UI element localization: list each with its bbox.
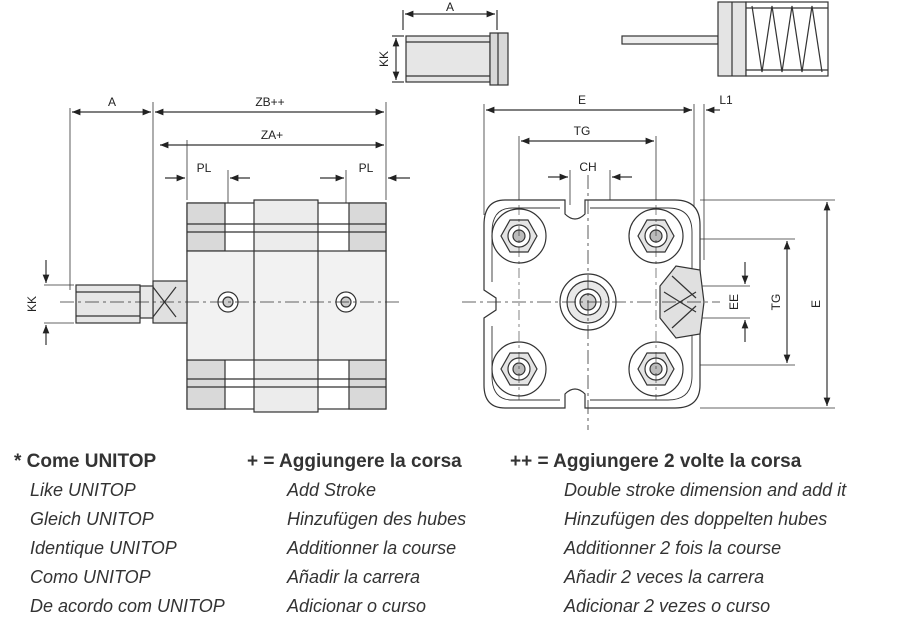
rod-end-detail [392, 10, 509, 86]
legend-item: Add Stroke [287, 480, 377, 500]
legend-item: Añadir la carrera [287, 567, 421, 587]
dim-a-top: A [446, 0, 454, 14]
dim-kk-side: KK [25, 296, 39, 312]
legend-item: Identique UNITOP [30, 538, 177, 558]
dim-pl-right: PL [359, 161, 374, 175]
side-view [42, 102, 410, 413]
legend-column-unitop: * Come UNITOP Like UNITOP Gleich UNITOP … [14, 448, 225, 621]
legend-heading-double-stroke: ++ = Aggiungere 2 volte la corsa [510, 451, 802, 472]
spring-detail [621, 1, 829, 77]
dim-kk-top: KK [377, 51, 391, 67]
dim-e-right: E [809, 300, 823, 308]
legend-item: Adicionar 2 vezes o curso [564, 596, 771, 616]
dim-l1: L1 [719, 93, 733, 107]
dim-a-side: A [108, 95, 116, 109]
dim-pl-left: PL [197, 161, 212, 175]
legend-heading-stroke: + = Aggiungere la corsa [247, 451, 462, 472]
legend-item: Como UNITOP [30, 567, 151, 587]
front-view [462, 104, 835, 430]
legend-item: Gleich UNITOP [30, 509, 154, 529]
legend-item: Additionner 2 fois la course [564, 538, 782, 558]
legend-item: Añadir 2 veces la carrera [564, 567, 765, 587]
dim-ee: EE [727, 294, 741, 310]
legend-item: Double stroke dimension and add it [564, 480, 847, 500]
legend-column-stroke: + = Aggiungere la corsa Add Stroke Hinzu… [247, 448, 466, 621]
legend-item: De acordo com UNITOP [30, 596, 225, 616]
legend-item: Additionner la course [287, 538, 457, 558]
dim-tg-top: TG [574, 124, 591, 138]
dim-zb: ZB++ [255, 95, 284, 109]
dim-tg-right: TG [769, 294, 783, 311]
legend-item: Hinzufügen des doppelten hubes [564, 509, 828, 529]
legend-item: Hinzufügen des hubes [287, 509, 467, 529]
legend-heading-unitop: * Come UNITOP [14, 451, 157, 472]
legend-column-double-stroke: ++ = Aggiungere 2 volte la corsa Double … [510, 448, 846, 621]
technical-drawing: A KK [25, 0, 835, 430]
legend-item: Like UNITOP [30, 480, 136, 500]
legend-item: Adicionar o curso [287, 596, 427, 616]
dim-za: ZA+ [261, 128, 283, 142]
dim-ch: CH [579, 160, 596, 174]
dim-e-top: E [578, 93, 586, 107]
